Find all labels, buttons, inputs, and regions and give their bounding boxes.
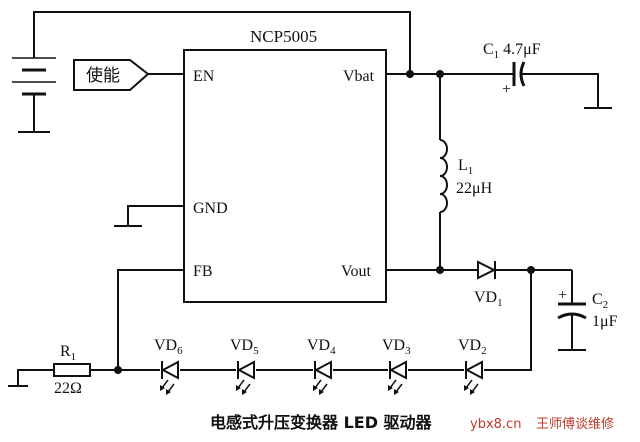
inductor-l1: L1 22μH [439, 74, 493, 270]
led-label-sub: 4 [330, 345, 336, 357]
c2-sub: 2 [603, 299, 609, 311]
c2-label: C2 [592, 291, 608, 311]
led-arrow [320, 383, 328, 393]
led-triangle [388, 360, 407, 380]
l1-value: 22μH [456, 180, 493, 197]
led-label-sub: 5 [253, 345, 259, 357]
pin-en-label: EN [193, 68, 215, 85]
led-label-name: VD [307, 337, 330, 354]
led-arrowhead [236, 385, 241, 391]
c2-value: 1μF [592, 313, 618, 330]
led-arrow [465, 379, 473, 389]
led-vd4: VD4 [307, 337, 336, 395]
c1-value: 4.7μF [503, 41, 541, 58]
led-label-name: VD [458, 337, 481, 354]
vd1-name: VD [474, 289, 497, 306]
led-arrowhead [388, 385, 393, 391]
led-triangle [313, 360, 332, 380]
vd1-sub: 1 [497, 297, 503, 309]
r1-sub: 1 [71, 351, 77, 363]
led-label-sub: 3 [405, 345, 411, 357]
watermark-author: 王师傅谈维修 [536, 417, 614, 432]
c2-plus: + [558, 287, 567, 304]
battery-symbol [12, 11, 411, 133]
c1-plus: + [502, 81, 511, 98]
pin-gnd-label: GND [193, 200, 228, 217]
c2-name: C [592, 291, 603, 308]
led-arrowhead [470, 389, 475, 395]
c1-sub: 1 [494, 49, 500, 61]
l1-label: L1 [458, 157, 473, 177]
led-arrow [237, 379, 245, 389]
led-arrow [314, 379, 322, 389]
vd1-label: VD1 [474, 289, 503, 309]
led-arrowhead [464, 385, 469, 391]
led-label-name: VD [382, 337, 405, 354]
led-label-name: VD [154, 337, 177, 354]
led-arrow [389, 379, 397, 389]
diagram-caption: 电感式升压变换器 LED 驱动器 [210, 413, 433, 432]
led-label: VD3 [382, 337, 411, 357]
led-gap [464, 361, 484, 379]
led-triangle [160, 360, 179, 380]
chip-name: NCP5005 [250, 27, 317, 46]
l1-sub: 1 [468, 165, 474, 177]
led-arrowhead [394, 389, 399, 395]
led-vd2: VD2 [458, 337, 487, 395]
led-arrow [243, 383, 251, 393]
led-arrow [395, 383, 403, 393]
led-label-sub: 6 [177, 345, 183, 357]
led-label: VD6 [154, 337, 183, 357]
led-arrowhead [319, 389, 324, 395]
l1-name: L [458, 157, 468, 174]
led-arrow [167, 383, 175, 393]
led-chain-wiring [114, 269, 532, 374]
led-gap [236, 361, 256, 379]
led-triangle [464, 360, 483, 380]
c1-name: C [483, 41, 494, 58]
gnd-pin-ground [114, 205, 184, 227]
led-arrowhead [313, 385, 318, 391]
r1-label: R1 [60, 343, 76, 363]
chip-ncp5005: NCP5005 EN GND FB Vbat Vout [183, 27, 387, 303]
led-label: VD2 [458, 337, 487, 357]
led-arrowhead [242, 389, 247, 395]
led-label: VD4 [307, 337, 336, 357]
led-label-name: VD [230, 337, 253, 354]
resistor-r1: R1 22Ω [8, 343, 118, 397]
led-arrowhead [166, 389, 171, 395]
led-arrow [471, 383, 479, 393]
led-gap [313, 361, 333, 379]
led-arrowhead [160, 385, 165, 391]
vbat-net [386, 70, 514, 78]
pin-fb-label: FB [193, 263, 213, 280]
watermark-site: ybx8.cn [470, 417, 521, 432]
led-vd6: VD6 [154, 337, 183, 395]
led-label-sub: 2 [481, 345, 487, 357]
led-vd5: VD5 [230, 337, 259, 395]
led-arrow [161, 379, 169, 389]
capacitor-c2: + C2 1μF [557, 270, 618, 351]
led-vd3: VD3 [382, 337, 411, 395]
vout-net [386, 266, 478, 274]
diode-vd1: VD1 [474, 260, 572, 309]
pin-vout-label: Vout [341, 263, 371, 280]
led-triangle [236, 360, 255, 380]
pin-vbat-label: Vbat [343, 68, 375, 85]
enable-label: 使能 [86, 65, 120, 86]
led-label: VD5 [230, 337, 259, 357]
led-gap [160, 361, 180, 379]
r1-value: 22Ω [54, 380, 82, 397]
led-gap [388, 361, 408, 379]
enable-input: 使能 [73, 59, 184, 91]
r1-name: R [60, 343, 71, 360]
